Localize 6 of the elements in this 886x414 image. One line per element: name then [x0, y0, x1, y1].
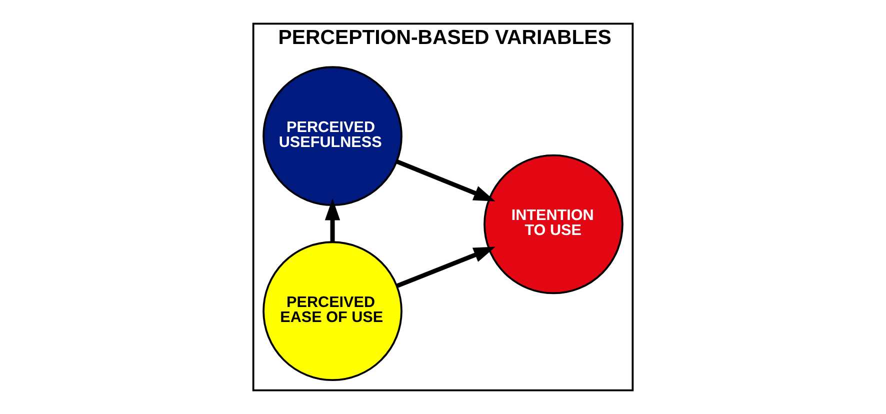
- node-circle: PERCEIVED EASE OF USE: [262, 241, 402, 382]
- node-circle: INTENTION TO USE: [484, 154, 624, 294]
- arrow: [396, 246, 496, 288]
- node-circle: PERCEIVED USEFULNESS: [262, 66, 402, 206]
- arrow: [396, 160, 496, 202]
- arrow: [324, 198, 340, 242]
